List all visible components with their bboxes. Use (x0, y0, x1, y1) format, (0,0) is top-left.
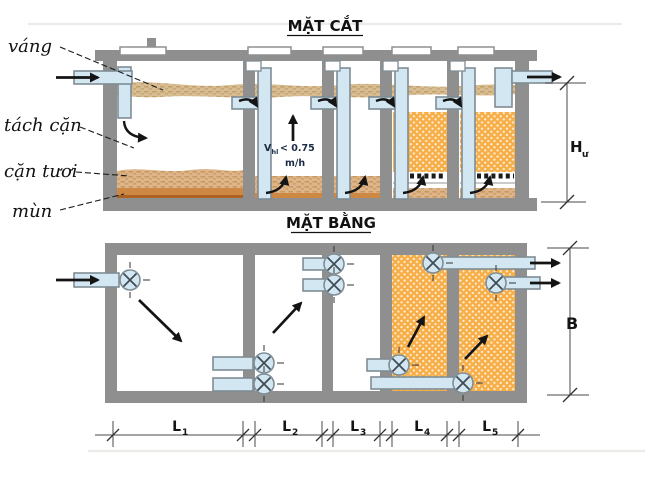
chamber4-bottom-sludge (393, 188, 447, 199)
outlet-box (494, 67, 513, 108)
label-scum-removal: tách cặn (4, 115, 82, 136)
chamber1-flow-arrow (138, 299, 183, 343)
velocity-symbol: V (264, 143, 272, 154)
access-covers (119, 46, 495, 56)
width-dimension: B (547, 240, 589, 403)
plan-left-wall (105, 243, 117, 403)
plan-piping (56, 244, 561, 403)
width-dim-label: B (566, 314, 578, 333)
dimension-labels: L 1 L 2 L 3 L 4 L 5 (172, 419, 498, 438)
chamber4-bottom-pipe (370, 376, 457, 390)
bottom-slab (103, 198, 537, 211)
plan-flow-arrows (138, 299, 489, 360)
dim-L2: L (282, 419, 291, 435)
velocity-subscript: hl (272, 148, 279, 156)
cross-section-title: MẶT CẮT (288, 14, 364, 35)
inlet-down-arrow (122, 120, 148, 143)
leader-scum (59, 46, 164, 91)
top-slab (95, 50, 537, 61)
plan-top-wall (105, 243, 527, 255)
velocity-relation: < 0.75 (280, 143, 315, 154)
right-wall-section (515, 61, 529, 198)
cover-4 (391, 46, 432, 56)
partition1-pipe-upper (212, 356, 254, 371)
humus-layer-top (117, 188, 243, 195)
dim-L1: L (172, 419, 181, 435)
cover-1 (119, 46, 167, 56)
plan-view: MẶT BẰNG (56, 211, 589, 403)
chamber4-flow-arrow (406, 315, 426, 348)
height-dim-subscript: ư (582, 150, 589, 160)
partition1-pipe-lower (212, 377, 254, 392)
dim-L2-sub: 2 (292, 428, 298, 438)
dim-L4-sub: 4 (424, 428, 430, 438)
label-humus: mùn (12, 201, 52, 222)
height-dimension: H ư (541, 75, 589, 210)
cover-3 (322, 46, 364, 56)
leader-scum-removal (79, 126, 135, 149)
dim-L3-sub: 3 (360, 428, 366, 438)
chamber3-sludge-dark (333, 193, 380, 199)
fresh-sludge-layer (117, 169, 243, 188)
chamber2-sludge-dark (255, 193, 322, 199)
top-outlet-pipe (440, 256, 536, 270)
chamber2-flow-arrow (272, 301, 303, 334)
plan-partition-3 (380, 255, 392, 391)
scum-layer (117, 82, 515, 98)
left-wall-section (103, 61, 117, 198)
label-scum: váng (8, 36, 52, 57)
vent-stub (147, 38, 156, 52)
label-fresh-sludge: cặn tươi (4, 161, 78, 182)
layer-labels: váng tách cặn cặn tươi mùn (4, 36, 164, 222)
plan-partition-2 (322, 255, 333, 391)
outlet-assembly-section (494, 67, 562, 108)
leader-fresh-sludge (75, 171, 131, 177)
dim-L1-sub: 1 (182, 428, 188, 438)
velocity-note: V hl < 0.75 m/h (264, 114, 315, 169)
plan-partition-4 (447, 255, 459, 391)
cover-5 (457, 46, 495, 56)
chamber5-flow-arrow (464, 334, 489, 360)
plan-media-chamber5 (459, 255, 515, 391)
length-dimensions: L 1 L 2 L 3 L 4 L 5 (95, 419, 540, 447)
inlet-assembly-section (56, 66, 148, 143)
plan-bottom-wall (105, 391, 527, 403)
leader-humus (59, 193, 125, 211)
chamber5-bottom-sludge (460, 188, 515, 199)
plan-title: MẶT BẰNG (286, 211, 376, 232)
dimension-ticks (106, 421, 525, 447)
dim-L5-sub: 5 (492, 428, 498, 438)
height-dim-label: H (570, 138, 583, 156)
cover-2 (247, 46, 292, 56)
velocity-unit: m/h (285, 158, 305, 169)
dim-L3: L (350, 419, 359, 435)
dim-L4: L (414, 419, 423, 435)
dim-L5: L (482, 419, 491, 435)
cross-section-view: MẶT CẮT (4, 14, 589, 222)
